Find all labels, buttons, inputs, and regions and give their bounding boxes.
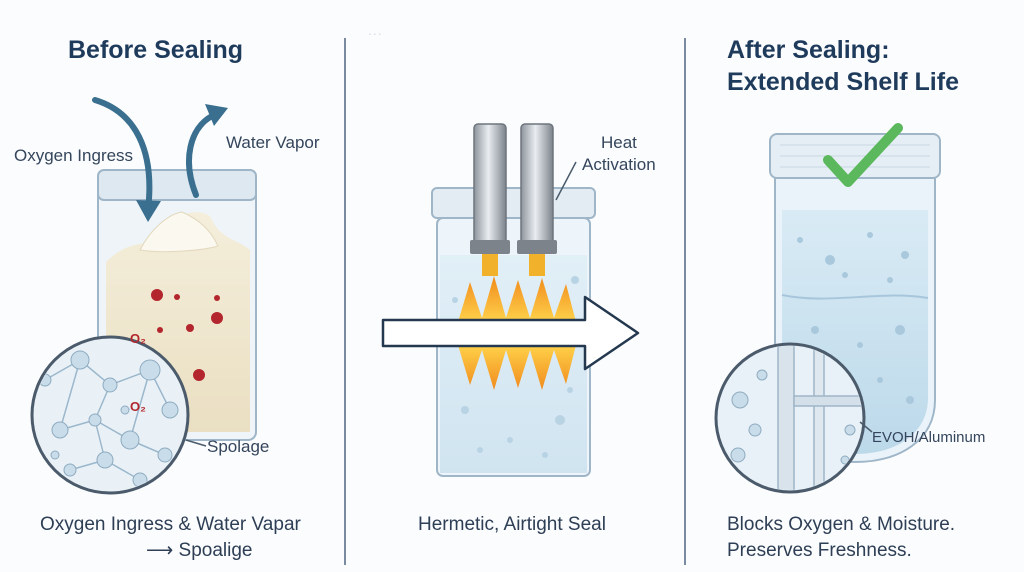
spoilage-label: Spolage (207, 437, 270, 456)
checkmark-icon (823, 123, 903, 187)
heat-flames-top (458, 276, 576, 322)
panel-after-title-line2: Extended Shelf Life (727, 68, 959, 96)
evoh-aluminum-label: EVOH/Aluminum (872, 429, 986, 446)
microbe-group (151, 289, 223, 381)
panel-before-caption-line2: ⟶ Spoalige (146, 540, 253, 561)
magnifier-barrier-view (714, 342, 866, 494)
oxygen-ingress-arrow (92, 97, 153, 213)
water-vapor-label: Water Vapor (226, 133, 320, 152)
process-arrow (381, 295, 640, 371)
oxygen-ingress-label: Oxygen Ingress (14, 146, 134, 165)
heat-leader-line (555, 161, 577, 201)
panel-after-caption-line2: Preserves Freshness. (727, 540, 912, 561)
water-vapor-arrow (186, 113, 215, 198)
o2-label-magnifier: O₂ (130, 399, 146, 414)
magnifier-molecular-view (30, 335, 190, 495)
panel-after-caption-line1: Blocks Oxygen & Moisture. (727, 514, 956, 535)
spoilage-leader-line (185, 439, 207, 447)
panel-process-caption: Hermetic, Airtight Seal (418, 514, 606, 535)
barrier-leader-line (859, 421, 873, 433)
faded-header-text: ... (368, 22, 383, 38)
heat-sealing-rods (470, 123, 557, 276)
panel-before-title: Before Sealing (68, 36, 244, 64)
heat-label-line1: Heat (601, 133, 637, 152)
heat-flames-bottom (458, 345, 576, 390)
heat-label-line2: Activation (582, 155, 656, 174)
panel-before-caption-line1: Oxygen Ingress & Water Vapar (40, 514, 301, 535)
o2-label-pouch: O₂ (130, 331, 146, 346)
panel-after-title-line1: After Sealing: (727, 36, 890, 64)
